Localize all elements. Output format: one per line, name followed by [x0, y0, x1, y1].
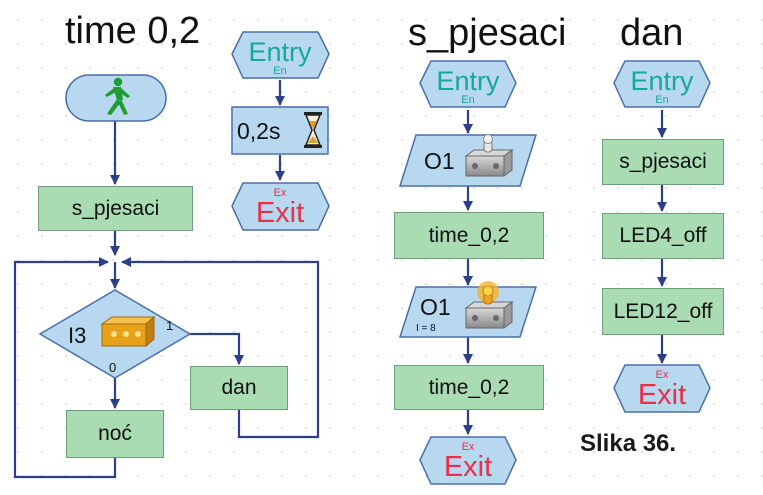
- noc-subprogram-box: noć: [66, 410, 164, 458]
- dan-entry-hexagon: [613, 60, 711, 108]
- input-block-icon: [100, 315, 156, 348]
- spjesaci-step-time2: time_0,2: [394, 365, 544, 410]
- lamp-off-icon: [464, 134, 514, 177]
- figure-caption: Slika 36.: [580, 430, 677, 457]
- spjesaci-entry-hexagon: [419, 60, 517, 108]
- true-branch-label: 1: [166, 318, 173, 333]
- time-exit-label: Exit: [256, 197, 304, 229]
- walking-man-icon: [105, 77, 130, 115]
- start-terminator: [65, 74, 167, 122]
- time-flowchart-title: time 0,2: [65, 10, 201, 52]
- spjesaci-step-time1: time_0,2: [394, 212, 544, 259]
- time-exit-sub: Ex: [274, 187, 287, 199]
- output-o1-intensity: I = 8: [416, 323, 436, 334]
- dan-exit-label: Exit: [638, 379, 686, 411]
- dan-subprogram-box: dan: [190, 366, 288, 410]
- dan-entry-label: Entry: [630, 66, 694, 96]
- time-exit-hexagon: [231, 182, 330, 231]
- spjesaci-exit-hexagon: [419, 436, 517, 485]
- output-o1-on-label: O1: [420, 294, 451, 320]
- dan-exit-sub: Ex: [656, 369, 669, 381]
- lamp-on-icon: [464, 281, 514, 329]
- dan-entry-sub: En: [655, 94, 668, 106]
- time-entry-label: Entry: [248, 37, 312, 67]
- false-branch-label: 0: [109, 360, 116, 375]
- dan-step-led12-off: LED12_off: [602, 288, 724, 335]
- dan-step-led4-off: LED4_off: [602, 213, 724, 259]
- main-step-spjesaci: s_pjesaci: [38, 186, 193, 231]
- spjesaci-entry-sub: En: [461, 94, 474, 106]
- spjesaci-entry-label: Entry: [436, 66, 500, 96]
- time-entry-hexagon: [231, 31, 330, 79]
- dan-exit-hexagon: [613, 364, 711, 413]
- time-delay-label: 0,2s: [237, 118, 280, 144]
- spjesaci-exit-sub: Ex: [462, 441, 475, 453]
- spjesaci-exit-label: Exit: [444, 451, 492, 483]
- spjesaci-flowchart-title: s_pjesaci: [408, 12, 567, 54]
- time-entry-sub: En: [273, 65, 286, 77]
- dan-step-spjesaci: s_pjesaci: [602, 139, 724, 185]
- output-o1-label: O1: [424, 148, 455, 174]
- hourglass-icon: [304, 112, 322, 148]
- dan-flowchart-title: dan: [620, 12, 684, 54]
- decision-input-label: I3: [68, 323, 86, 348]
